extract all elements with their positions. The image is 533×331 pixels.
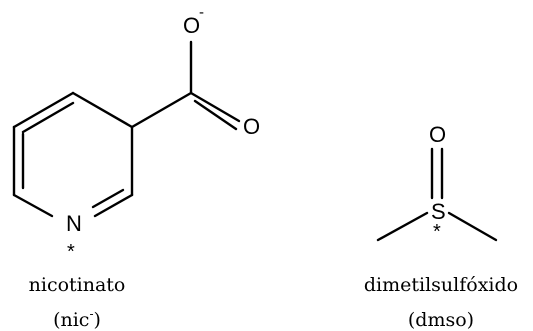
bond-carboxyl-o-double-outer — [189, 91, 241, 123]
dmso-name: dimetilsulfóxido — [364, 274, 518, 296]
bond-ring-carboxyl — [130, 91, 193, 129]
ring-bond-c2-c3 — [71, 91, 134, 129]
ring-bond-c1-c2 — [12, 91, 75, 129]
nicotinate-abbr: (nic-) — [53, 307, 101, 331]
charge-o-carboxylate: - — [199, 4, 204, 21]
ring-bond-c1-c2-inner — [21, 101, 75, 134]
ring-bond-c4-c5-inner — [91, 188, 125, 209]
dmso-structure: O S * dimetilsulfóxido (dmso) — [364, 122, 518, 331]
bond-s-methyl-left — [376, 211, 429, 242]
atom-o-carbonyl: O — [243, 114, 260, 139]
ring-bond-c4-c5 — [93, 193, 134, 218]
atom-o-sulfoxide: O — [429, 122, 446, 147]
nicotinate-structure: O - O N * nicotinato (nic-) — [12, 4, 260, 331]
ring-bond-n-c6 — [12, 193, 54, 218]
marker-n: * — [67, 241, 75, 263]
atom-o-carboxylate: O — [183, 13, 200, 38]
atom-s-sulfoxide: S — [431, 199, 446, 224]
bond-s-methyl-right — [447, 211, 498, 242]
marker-s: * — [433, 221, 441, 243]
bond-carboxyl-o-double-inner — [193, 99, 238, 131]
nicotinate-name: nicotinato — [29, 274, 126, 296]
dmso-abbr: (dmso) — [408, 309, 474, 331]
atom-n-pyridine: N — [66, 211, 82, 236]
